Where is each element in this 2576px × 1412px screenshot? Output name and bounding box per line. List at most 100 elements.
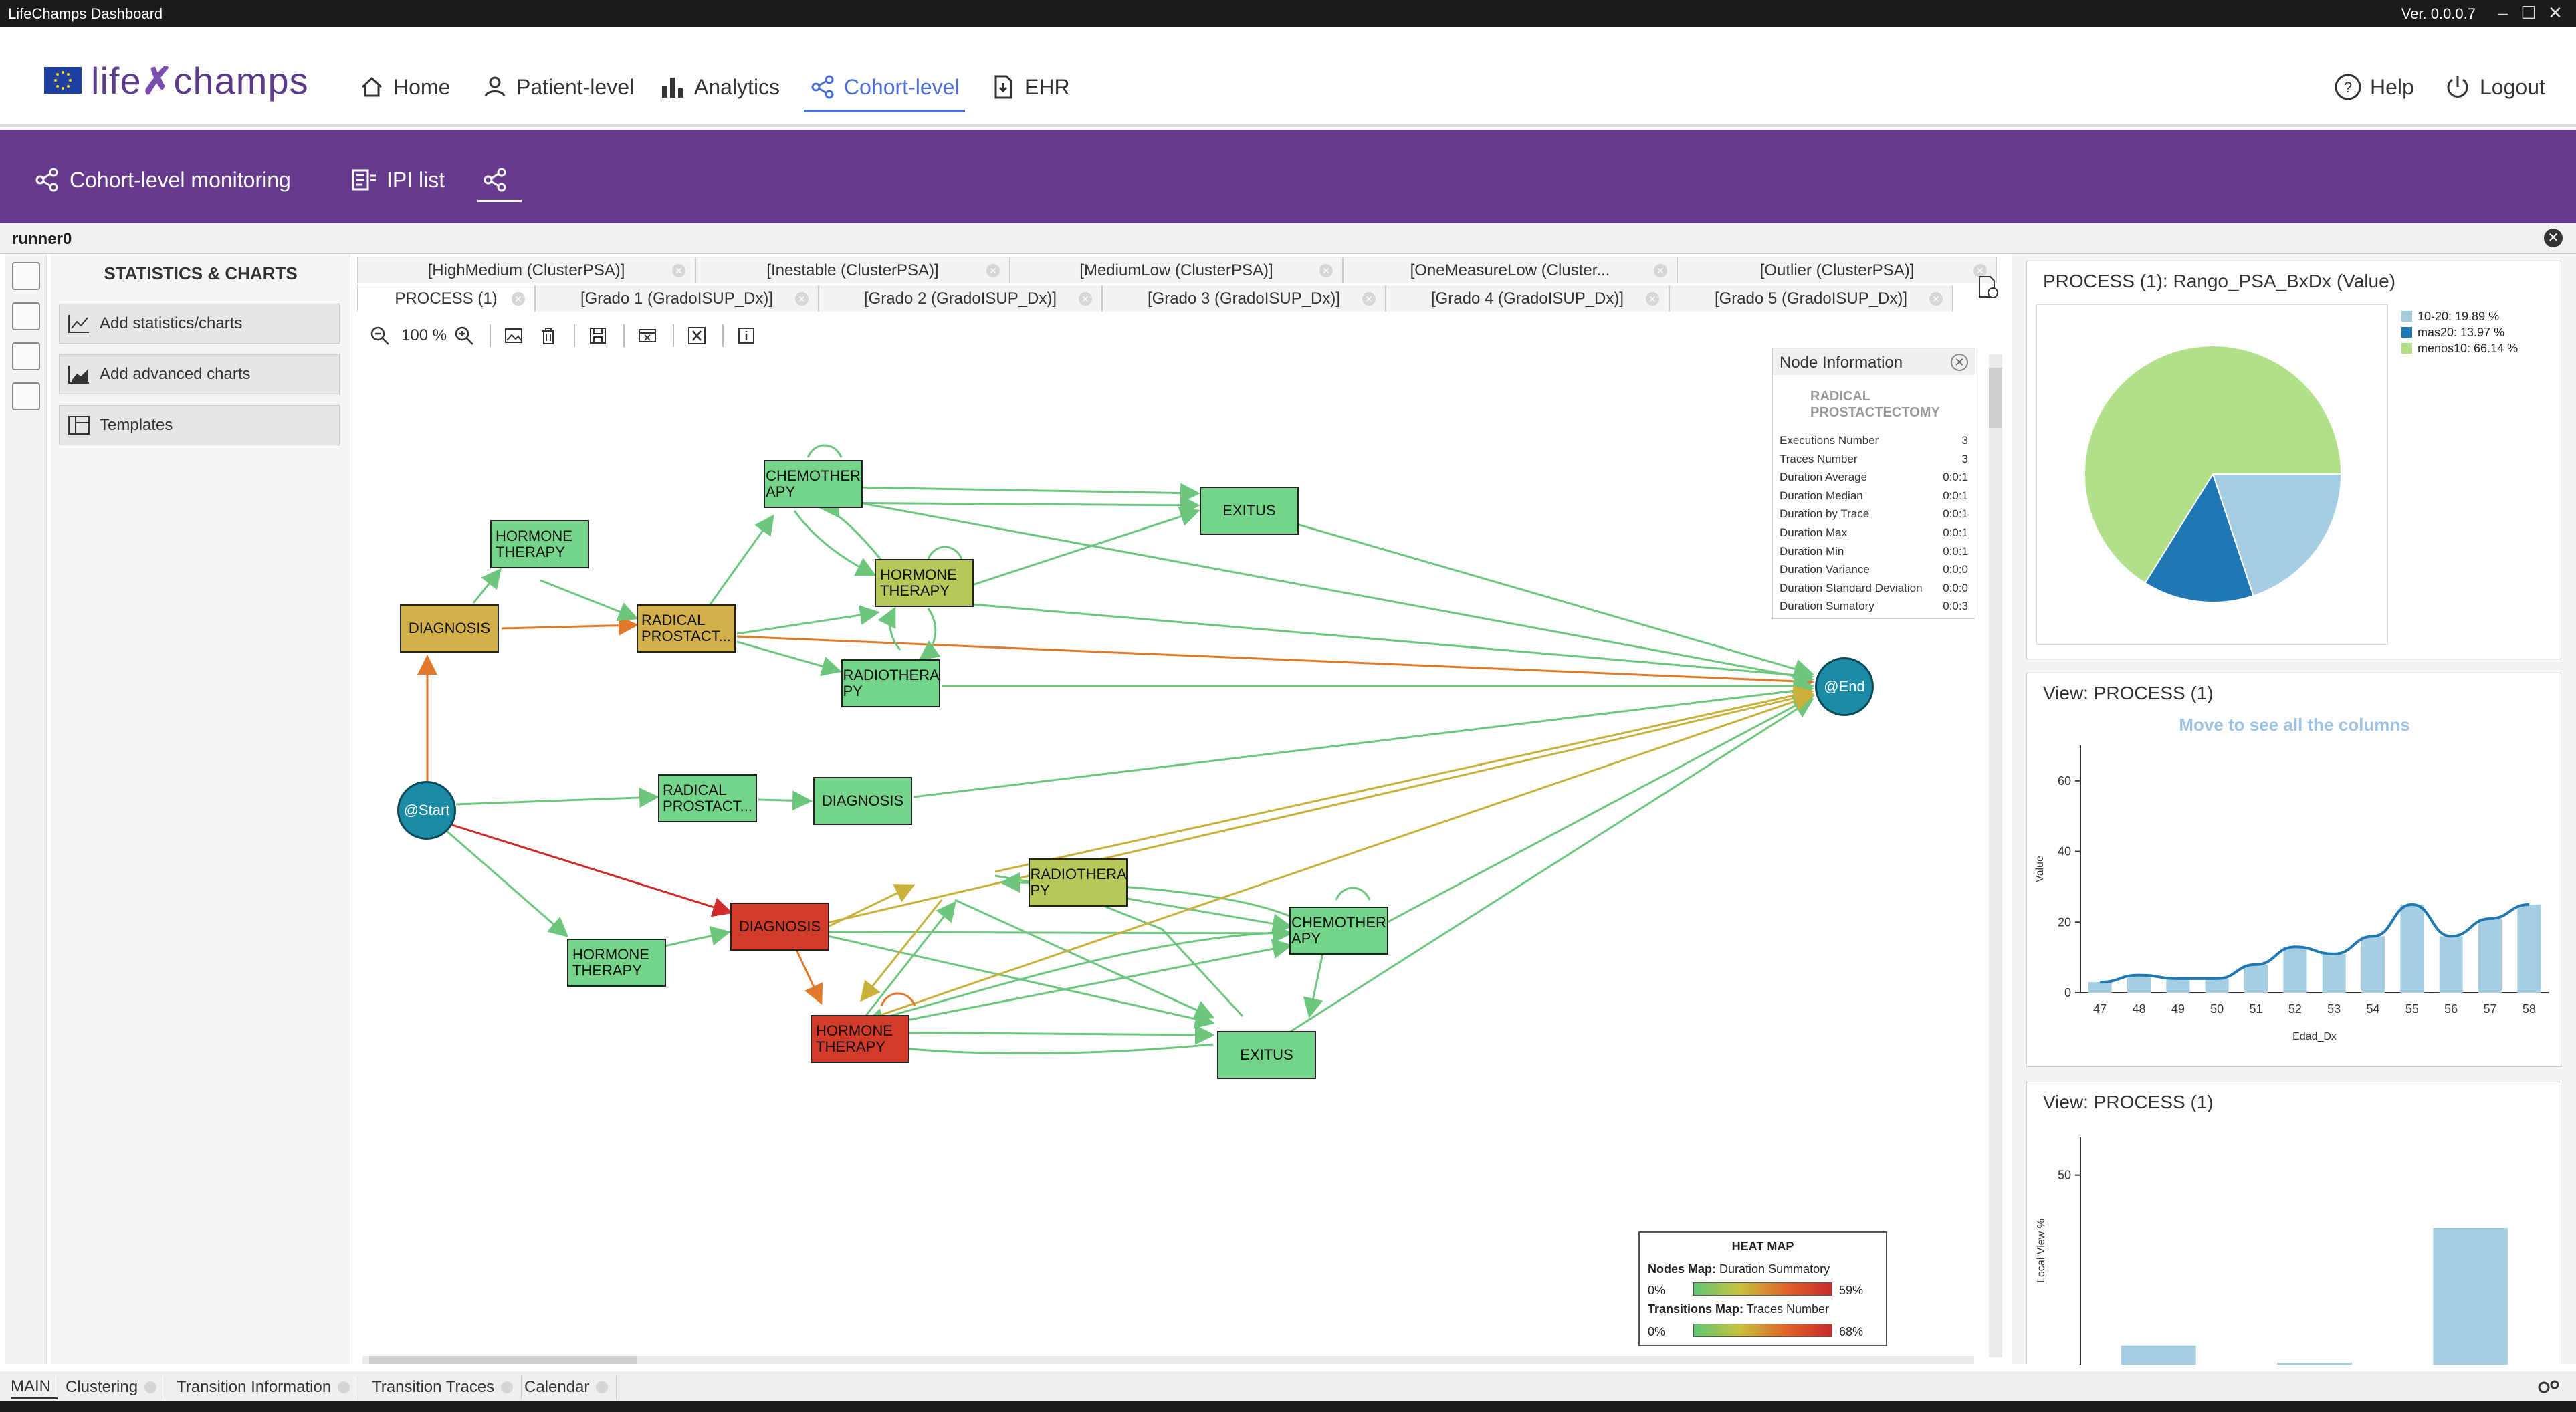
tab-inestable[interactable]: [Inestable (ClusterPSA)]✕ bbox=[695, 257, 1010, 283]
close-icon[interactable]: ✕ bbox=[1951, 354, 1968, 371]
node-radiotherapy[interactable]: RADIOTHERA PY bbox=[841, 659, 940, 707]
nav-analytics[interactable]: Analytics bbox=[659, 68, 780, 106]
bottom-tab-transition-traces[interactable]: Transition Traces bbox=[372, 1375, 522, 1399]
tab-process-1[interactable]: PROCESS (1)✕ bbox=[357, 285, 535, 312]
tab-mediumlow[interactable]: [MediumLow (ClusterPSA)]✕ bbox=[1010, 257, 1343, 283]
close-tab-icon[interactable]: ✕ bbox=[986, 264, 1000, 277]
close-tab-icon[interactable] bbox=[501, 1381, 514, 1393]
tab-grado-4[interactable]: [Grado 4 (GradoISUP_Dx)]✕ bbox=[1386, 285, 1669, 312]
save-icon[interactable] bbox=[584, 322, 611, 349]
template-icon bbox=[68, 416, 90, 435]
logout-button[interactable]: Logout bbox=[2444, 68, 2545, 106]
nav-patient-level[interactable]: Patient-level bbox=[481, 68, 634, 106]
templates-button[interactable]: Templates bbox=[59, 405, 340, 445]
tab-grado-3[interactable]: [Grado 3 (GradoISUP_Dx)]✕ bbox=[1102, 285, 1386, 312]
close-tab-icon[interactable]: ✕ bbox=[1654, 264, 1667, 277]
close-window-tool-icon[interactable] bbox=[634, 322, 661, 349]
nav-cohort-level[interactable]: Cohort-level bbox=[804, 68, 965, 112]
zoom-out-icon[interactable] bbox=[366, 322, 393, 349]
y-tick-label: 40 bbox=[2058, 845, 2071, 858]
cohort-monitoring-tab[interactable]: Cohort-level monitoring bbox=[33, 163, 291, 197]
excel-icon[interactable] bbox=[683, 322, 710, 349]
node-exitus[interactable]: EXITUS bbox=[1217, 1031, 1316, 1079]
process-mining-tab[interactable] bbox=[477, 163, 522, 202]
bottom-tab-clustering[interactable]: Clustering bbox=[66, 1375, 166, 1399]
info-icon[interactable] bbox=[733, 322, 760, 349]
close-tab-icon[interactable]: ✕ bbox=[1079, 292, 1092, 306]
nav-home[interactable]: Home bbox=[358, 68, 450, 106]
charts-panel: PROCESS (1): Rango_PSA_BxDx (Value) 10-2… bbox=[2012, 254, 2576, 1365]
close-tab-icon[interactable]: ✕ bbox=[1929, 292, 1943, 306]
image-icon[interactable] bbox=[500, 322, 527, 349]
process-map[interactable]: @Start @End DIAGNOSIS HORMONE THERAPY RA… bbox=[353, 348, 1985, 1364]
bottom-tab-calendar[interactable]: Calendar bbox=[524, 1375, 617, 1399]
tab-grado-5[interactable]: [Grado 5 (GradoISUP_Dx)]✕ bbox=[1669, 285, 1953, 312]
runner-label: runner0 bbox=[12, 230, 72, 248]
node-chemotherapy[interactable]: CHEMOTHER APY bbox=[1289, 907, 1388, 955]
trash-icon[interactable] bbox=[535, 322, 562, 349]
toolbar-divider bbox=[574, 324, 576, 347]
tab-highmedium[interactable]: [HighMedium (ClusterPSA)]✕ bbox=[357, 257, 695, 283]
node-exitus[interactable]: EXITUS bbox=[1200, 487, 1299, 535]
node-chemotherapy[interactable]: CHEMOTHER APY bbox=[764, 460, 863, 508]
nodes-min-label: 0% bbox=[1648, 1284, 1666, 1297]
close-window-icon[interactable]: ✕ bbox=[2548, 3, 2563, 23]
settings-icon[interactable] bbox=[2536, 1377, 2563, 1397]
close-tab-icon[interactable]: ✕ bbox=[795, 292, 809, 306]
close-tab-icon[interactable]: ✕ bbox=[1362, 292, 1376, 306]
close-tab-icon[interactable]: ✕ bbox=[1319, 264, 1333, 277]
minimize-icon[interactable]: – bbox=[2498, 3, 2508, 23]
close-tab-icon[interactable]: ✕ bbox=[512, 292, 525, 306]
node-hormone-therapy[interactable]: HORMONE THERAPY bbox=[811, 1015, 909, 1063]
close-tab-icon[interactable]: ✕ bbox=[1646, 292, 1659, 306]
node-hormone-therapy[interactable]: HORMONE THERAPY bbox=[490, 520, 589, 568]
zoom-in-icon[interactable] bbox=[451, 322, 477, 349]
add-advanced-charts-button[interactable]: Add advanced charts bbox=[59, 354, 340, 394]
close-runner-icon[interactable]: ✕ bbox=[2544, 229, 2563, 247]
grid-icon[interactable] bbox=[12, 382, 40, 410]
toolbar-divider bbox=[673, 324, 675, 347]
tab-grado-2[interactable]: [Grado 2 (GradoISUP_Dx)]✕ bbox=[819, 285, 1102, 312]
toolbar-divider bbox=[623, 324, 625, 347]
bottom-tab-main[interactable]: MAIN bbox=[11, 1375, 58, 1399]
pie-chart[interactable] bbox=[2037, 305, 2389, 646]
vertical-scrollbar[interactable] bbox=[1989, 354, 2002, 1357]
node-radical-prostatectomy[interactable]: RADICAL PROSTACT... bbox=[658, 774, 757, 822]
maximize-icon[interactable]: ☐ bbox=[2520, 3, 2537, 23]
node-radiotherapy[interactable]: RADIOTHERA PY bbox=[1029, 858, 1128, 907]
nodes-max-label: 59% bbox=[1839, 1284, 1864, 1297]
close-tab-icon[interactable]: ✕ bbox=[672, 264, 685, 277]
legend-swatch bbox=[2401, 311, 2412, 322]
version-label: Ver. 0.0.0.7 bbox=[2401, 5, 2476, 22]
tab-onemeasurelow[interactable]: [OneMeasureLow (Cluster...✕ bbox=[1343, 257, 1677, 283]
export-tabs-icon[interactable] bbox=[1974, 274, 2001, 301]
x-axis-label: Edad_Dx bbox=[2292, 1031, 2337, 1042]
node-hormone-therapy[interactable]: HORMONE THERAPY bbox=[567, 939, 666, 987]
close-tab-icon[interactable] bbox=[144, 1381, 157, 1393]
filter-icon[interactable] bbox=[12, 302, 40, 330]
add-statistics-button[interactable]: Add statistics/charts bbox=[59, 304, 340, 344]
node-hormone-therapy[interactable]: HORMONE THERAPY bbox=[875, 559, 974, 607]
copy-icon[interactable] bbox=[12, 262, 40, 290]
node-diagnosis[interactable]: DIAGNOSIS bbox=[813, 777, 912, 825]
node-diagnosis[interactable]: DIAGNOSIS bbox=[400, 604, 499, 653]
close-tab-icon[interactable] bbox=[338, 1381, 350, 1393]
close-tab-icon[interactable]: ✕ bbox=[1973, 264, 1987, 277]
ipi-list-tab[interactable]: IPI list bbox=[350, 163, 445, 197]
node-end[interactable]: @End bbox=[1815, 657, 1874, 716]
close-tab-icon[interactable] bbox=[596, 1381, 609, 1393]
node-radical-prostatectomy[interactable]: RADICAL PROSTACT... bbox=[637, 604, 736, 653]
horizontal-scrollbar[interactable] bbox=[362, 1356, 1974, 1364]
tab-outlier[interactable]: [Outlier (ClusterPSA)]✕ bbox=[1677, 257, 1997, 283]
tab-grado-1[interactable]: [Grado 1 (GradoISUP_Dx)]✕ bbox=[535, 285, 819, 312]
chart-icon[interactable] bbox=[12, 342, 40, 370]
bottom-tab-transition-information[interactable]: Transition Information bbox=[177, 1375, 359, 1399]
scroll-thumb[interactable] bbox=[1989, 368, 2002, 428]
nav-ehr[interactable]: EHR bbox=[990, 68, 1070, 106]
node-start[interactable]: @Start bbox=[397, 781, 456, 840]
help-button[interactable]: ? Help bbox=[2334, 68, 2414, 106]
node-diagnosis[interactable]: DIAGNOSIS bbox=[730, 903, 829, 951]
scroll-thumb[interactable] bbox=[369, 1356, 637, 1364]
